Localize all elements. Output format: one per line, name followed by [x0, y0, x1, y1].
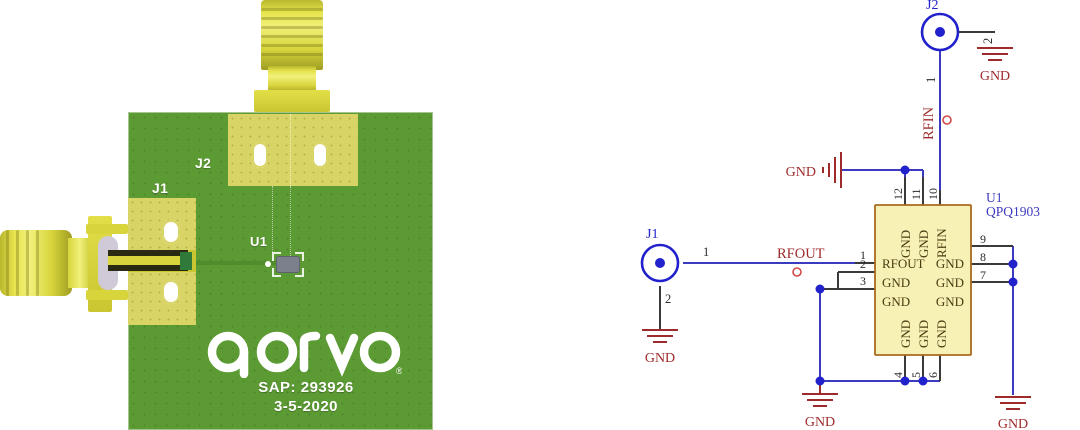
ic-pin-number-7: 7 — [980, 268, 986, 282]
sma-shoulder — [268, 66, 316, 94]
ic-pin-name-2: GND — [882, 275, 910, 290]
sma-tab-lower — [86, 290, 128, 300]
sma-center-pin-gap — [108, 265, 188, 271]
sap-number: SAP: 293926 — [258, 379, 354, 396]
ic-pin-number-10: 10 — [926, 188, 940, 200]
ic-pin-name-9: GND — [936, 256, 964, 271]
connector-symbol-j2[interactable] — [920, 12, 960, 52]
ic-pin-number-6: 6 — [926, 372, 940, 378]
sma-solder-joint — [180, 252, 192, 270]
ic-pin-number-5: 5 — [909, 372, 923, 378]
qorvo-logo: ® — [207, 331, 402, 378]
ic-pin-name-1: RFOUT — [882, 256, 925, 271]
ic-pin-number-3: 3 — [860, 274, 866, 288]
ic-ref-designator: U1 — [986, 190, 1003, 205]
ground-symbol-inline — [822, 152, 842, 188]
ground-symbol-bottom-right — [995, 396, 1031, 410]
junction-dots — [815, 165, 1018, 386]
ic-pin-name-3: GND — [882, 294, 910, 309]
sma-tab-upper — [86, 224, 128, 234]
trace-via-column — [290, 186, 291, 258]
ic-pin-number-9: 9 — [980, 232, 986, 246]
board-markings: ® SAP: 293926 3-5-2020 — [206, 328, 406, 416]
silk-label-j2: J2 — [195, 155, 212, 171]
ground-label-j2: GND — [980, 69, 1010, 84]
silk-label-u1: U1 — [250, 234, 268, 249]
silk-label-j1: J1 — [152, 180, 169, 196]
ic-part-number: QPQ1903 — [986, 204, 1040, 219]
ground-label-bottom-right: GND — [998, 417, 1028, 430]
connector-ref-j2: J2 — [926, 0, 938, 13]
ic-pin-name-6: GND — [934, 320, 949, 348]
pad-area-j2 — [228, 114, 358, 186]
evaluation-board-photo: U1 J1 J2 J2 REQUIRES BOTTOM LAYER MOUNT — [0, 0, 460, 430]
connector-ref-j1: J1 — [646, 227, 658, 242]
silk-note-bottom-layer-mount: J2 REQUIRES BOTTOM LAYER MOUNT — [372, 0, 412, 110]
ic-pin-number-2: 2 — [860, 257, 866, 271]
pad-divider — [290, 114, 291, 186]
net-label-rfout: RFOUT — [777, 246, 825, 262]
sma-center-pin — [108, 256, 180, 265]
ic-pin-name-10: RFIN — [934, 228, 949, 258]
ic-pin-name-4: GND — [898, 320, 913, 348]
sma-connector-j2 — [246, 0, 338, 118]
sma-threaded-barrel — [0, 230, 72, 296]
ground-symbol-bottom-center — [802, 393, 838, 407]
registered-mark: ® — [396, 366, 402, 376]
ic-pin-name-11: GND — [916, 230, 931, 258]
net-label-rfin: RFIN — [921, 106, 937, 140]
net-marker-rfout — [792, 267, 802, 277]
silk-note-line2: BOTTOM LAYER MOUNT — [389, 0, 406, 110]
u1-component-body — [277, 257, 299, 272]
ic-pin-name-8: GND — [936, 275, 964, 290]
mounting-slot — [312, 142, 328, 168]
ic-pin-number-1: 1 — [860, 248, 866, 262]
ic-body-u1[interactable] — [874, 204, 972, 356]
schematic-svg: U1 QPQ1903 RFOUT GND GND GND GND GND GND… — [640, 0, 1040, 430]
ic-pin-stubs — [659, 31, 1013, 381]
mounting-slot — [162, 280, 180, 304]
ic-pin-name-7: GND — [936, 294, 964, 309]
silk-note-line1: J2 REQUIRES — [372, 0, 389, 110]
sma-center-pin-gap — [108, 250, 188, 256]
ground-label-inline: GND — [786, 165, 816, 180]
ground-label-j1: GND — [645, 351, 675, 366]
board-date: 3-5-2020 — [273, 398, 339, 415]
ic-pin-name-5: GND — [916, 320, 931, 348]
ic-pin-number-4: 4 — [891, 372, 905, 378]
pin1-marker-dot — [265, 261, 271, 267]
j2-pin-number-2: 2 — [981, 38, 995, 44]
mounting-slot — [162, 220, 180, 244]
ground-label-bottom-center: GND — [805, 415, 835, 430]
trace-via-column — [272, 186, 273, 258]
j1-pin-number-1: 1 — [703, 245, 709, 259]
ic-pin-number-8: 8 — [980, 250, 986, 264]
connector-symbol-j1[interactable] — [640, 243, 680, 283]
schematic-diagram: U1 QPQ1903 RFOUT GND GND GND GND GND GND… — [620, 0, 1080, 430]
sma-connector-j1 — [0, 208, 192, 318]
trace-rfout — [196, 261, 280, 265]
ic-pin-name-12: GND — [898, 230, 913, 258]
ic-pin-number-11: 11 — [909, 188, 923, 200]
j2-pin-number-1: 1 — [924, 77, 938, 83]
ic-pin-number-12: 12 — [891, 188, 905, 200]
net-marker-rfin — [942, 115, 952, 125]
sma-threaded-barrel — [261, 0, 323, 70]
mounting-slot — [252, 142, 268, 168]
ground-symbol-j2 — [977, 47, 1013, 61]
j1-pin-number-2: 2 — [665, 292, 671, 306]
ground-symbol-j1 — [642, 329, 678, 343]
sma-flange — [254, 90, 330, 112]
u1-footprint-outline — [272, 252, 304, 277]
